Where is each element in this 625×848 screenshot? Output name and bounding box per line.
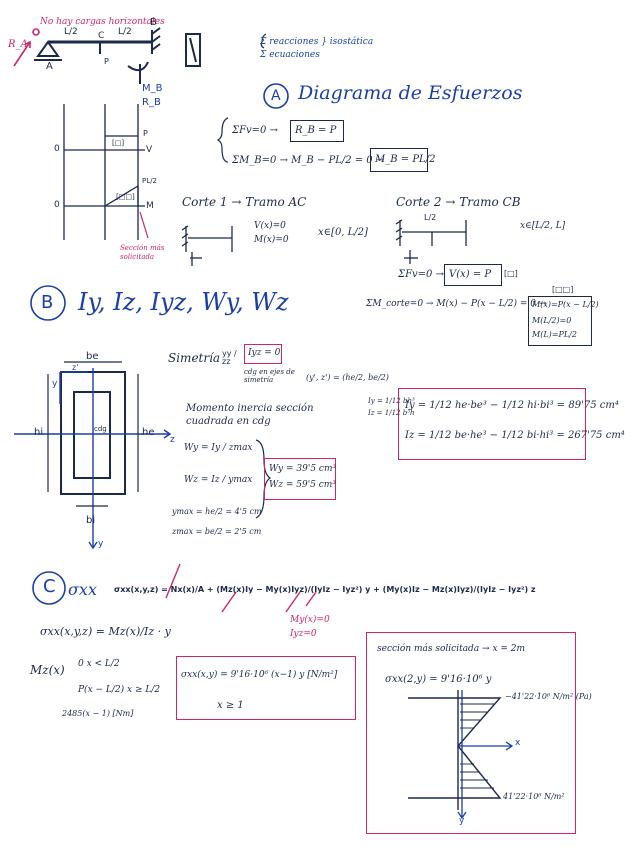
node-c-label: C [98,31,105,41]
sigma-result-box: σxx(x,y) = 9'16·10⁶ (x−1) y [N/m²] x ≥ 1 [176,656,356,720]
cut1-vx: V(x)=0 [254,221,286,231]
v-zero-label: 0 [54,144,60,154]
mz-case-2: P(x − L/2) x ≥ L/2 [78,685,161,695]
sigma-result: σxx(x,y) = 9'16·10⁶ (x−1) y [N/m²] [181,670,338,680]
mz-case-1: 0 x < L/2 [78,659,120,669]
pl2-label: PL/2 [142,177,157,185]
moment-formula-iy: Iy = 1/12 bh³ [368,397,415,405]
iy-result: Iy = 1/12 he·be³ − 1/12 hi·bi³ = 89'75 c… [405,400,619,411]
rb-label: R_B [142,97,161,108]
panel-bottom-value: 41'22·10⁶ N/m² [503,792,565,801]
mb-result: M_B = PL/2 [375,154,436,165]
hi-label: hi [34,427,44,438]
cut2-title: Corte 2 → Tramo CB [396,195,521,209]
iyz-result-box: Iyz = 0 [244,344,282,364]
panel-x-label: x [515,738,521,748]
panel-title: sección más solicitada → x = 2m [377,644,526,654]
l-half-right: L/2 [118,27,132,37]
l-half-left: L/2 [64,27,78,37]
m-diagram-label: M [146,201,154,211]
panel-sigma: σxx(2,y) = 9'16·10⁶ y [385,674,492,685]
cut1-mx: M(x)=0 [254,235,289,245]
section-b-letter: B [41,292,54,313]
cut2-l2: L/2 [424,213,437,222]
cut2-v-unit: [□] [504,269,518,278]
iyz-zero-note: Iyz=0 [290,629,317,639]
cut2-m-unit: [□□] [552,285,574,294]
cut2-range: x∈[L/2, L] [520,221,566,231]
wz-result: Wz = 59'5 cm³ [269,480,336,490]
node-b-label: B [150,17,157,28]
mb-label: M_B [142,83,163,94]
mz-numeric: 2485(x − 1) [Nm] [62,709,134,718]
v-diagram-label: V [146,145,153,155]
no-horizontal-loads-note: No hay cargas horizontales [40,17,165,27]
panel-y-label: y [459,816,465,826]
v-unit-label: [□] [112,139,125,147]
symmetry-axes: yy / zz [222,349,237,366]
section-a-letter: A [271,88,281,104]
mz-label: Mz(x) [30,663,65,677]
section-c-title: σxx [68,580,97,599]
sum-fv-eq: ΣFv=0 → [232,125,278,136]
most-loaded-note: Sección más solicitada [120,244,165,262]
z-prime-label: z' [72,363,79,372]
m-unit-label: [□□] [116,193,135,201]
cut2-vx: V(x) = P [449,269,492,280]
moment-note: Momento inercia sección cuadrada en cdg [186,403,314,427]
load-p-label: P [104,57,109,66]
ymax-value: ymax = he/2 = 4'5 cm [172,507,262,516]
mb-result-box: M_B = PL/2 [370,148,435,172]
cdg-note: cdg en ejes de simetría [244,368,295,385]
cut1-title: Corte 1 → Tramo AC [182,195,307,209]
my-zero-note: My(x)=0 [290,615,330,625]
sketch-layer [13,27,514,820]
rb-result: R_B = P [295,125,337,136]
z-axis-label: z [170,435,175,445]
y-axis-label: y [98,539,104,549]
cut1-range: x∈[0, L/2] [318,227,368,238]
section-c-letter: C [43,576,56,597]
ra-label: R_A [8,39,28,50]
wy-result: Wy = 39'5 cm³ [269,464,337,474]
be-label: be [86,351,99,362]
iyz-result: Iyz = 0 [248,348,281,358]
symmetry-label: Simetría [168,351,221,365]
zmax-value: zmax = be/2 = 2'5 cm [172,527,262,536]
cdg-label: cdg [94,425,107,433]
cdg-coords: (y', z') = (he/2, be/2) [306,373,389,382]
cut2-sum-fv: ΣFv=0 → [398,269,444,280]
cut2-sum-mcorte: ΣM_corte=0 → M(x) − P(x − L/2) = 0 → [366,299,547,309]
he-label: he [142,427,155,438]
bi-label: bi [86,515,96,526]
cut2-m-result-box: M(x)=P(x − L/2) M(L/2)=0 M(L)=PL/2 [528,296,599,346]
reactions-note: Σ reacciones } isostática Σ ecuaciones [260,37,374,60]
cut2-vx-box: V(x) = P [444,264,502,286]
cut2-m-result-2: M(L/2)=0 [532,316,572,325]
y-top-label: y [52,379,58,389]
inertia-results-box: Iy = 1/12 he·be³ − 1/12 hi·bi³ = 89'75 c… [398,388,625,460]
iz-result: Iz = 1/12 be·he³ − 1/12 bi·hi³ = 267'75 … [405,430,625,441]
cut2-m-result-3: M(L)=PL/2 [532,330,577,339]
simplified-stress-formula: σxx(x,y,z) = Mz(x)/Iz · y [40,625,171,638]
critical-section-panel: sección más solicitada → x = 2m σxx(2,y)… [366,632,592,834]
m-zero-label: 0 [54,200,60,210]
general-stress-formula: σxx(x,y,z) = Nx(x)/A + (Mz(x)Iy − My(x)I… [114,585,536,594]
wy-def: Wy = Iy / zmax [184,443,253,453]
rb-result-box: R_B = P [290,120,344,142]
w-results-box: Wy = 39'5 cm³ Wz = 59'5 cm³ [264,458,336,500]
sum-mb-eq: ΣM_B=0 → M_B − PL/2 = 0 → [232,155,385,166]
v-p-label: P [143,129,148,138]
wz-def: Wz = Iz / ymax [184,475,253,485]
section-b-title: Iy, Iz, Iyz, Wy, Wz [78,288,289,316]
section-a-title: Diagrama de Esfuerzos [298,82,523,104]
x-condition: x ≥ 1 [217,700,244,711]
node-a-label: A [46,61,53,72]
cut2-m-result-1: M(x)=P(x − L/2) [532,300,599,309]
panel-top-value: −41'22·10⁶ N/m² (Pa) [505,692,592,701]
moment-formula-iz: Iz = 1/12 b³h [368,409,415,417]
